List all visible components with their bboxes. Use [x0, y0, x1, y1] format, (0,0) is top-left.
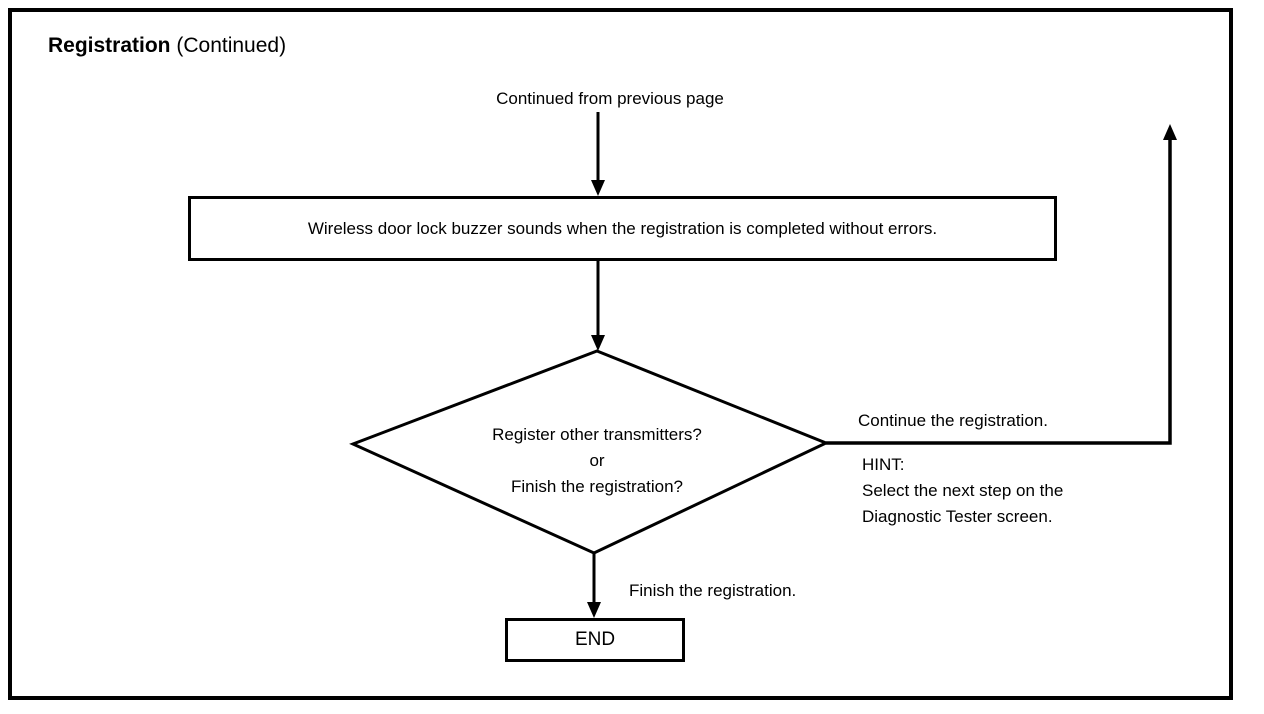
hint-block: HINT: Select the next step on the Diagno… — [862, 452, 1063, 530]
arrow-decision-to-end-head — [587, 602, 601, 618]
process-box-label: Wireless door lock buzzer sounds when th… — [307, 218, 938, 238]
diagram-frame — [8, 8, 1233, 700]
page-title-suffix: (Continued) — [170, 34, 287, 57]
page-title: Registration (Continued) — [48, 34, 286, 58]
arrow-process-to-decision-head — [591, 335, 605, 351]
arrow-top-to-process-head — [591, 180, 605, 196]
continued-from-label: Continued from previous page — [496, 89, 724, 108]
decision-label: Register other transmitters? or Finish t… — [400, 422, 794, 500]
process-box: Wireless door lock buzzer sounds when th… — [188, 196, 1057, 261]
end-box: END — [505, 618, 685, 662]
hint-title: HINT: — [862, 455, 905, 474]
decision-line-3: Finish the registration? — [511, 477, 683, 496]
hint-line-1: Select the next step on the — [862, 481, 1064, 500]
finish-branch-label: Finish the registration. — [629, 581, 797, 600]
end-box-label: END — [574, 629, 616, 650]
arrow-loopback-line — [826, 138, 1172, 445]
decision-line-2: or — [589, 451, 605, 470]
continue-branch-label: Continue the registration. — [858, 411, 1048, 430]
hint-line-2: Diagnostic Tester screen. — [862, 507, 1053, 526]
page-title-main: Registration — [48, 34, 171, 57]
decision-line-1: Register other transmitters? — [492, 425, 702, 444]
arrow-loopback-head — [1163, 124, 1177, 140]
